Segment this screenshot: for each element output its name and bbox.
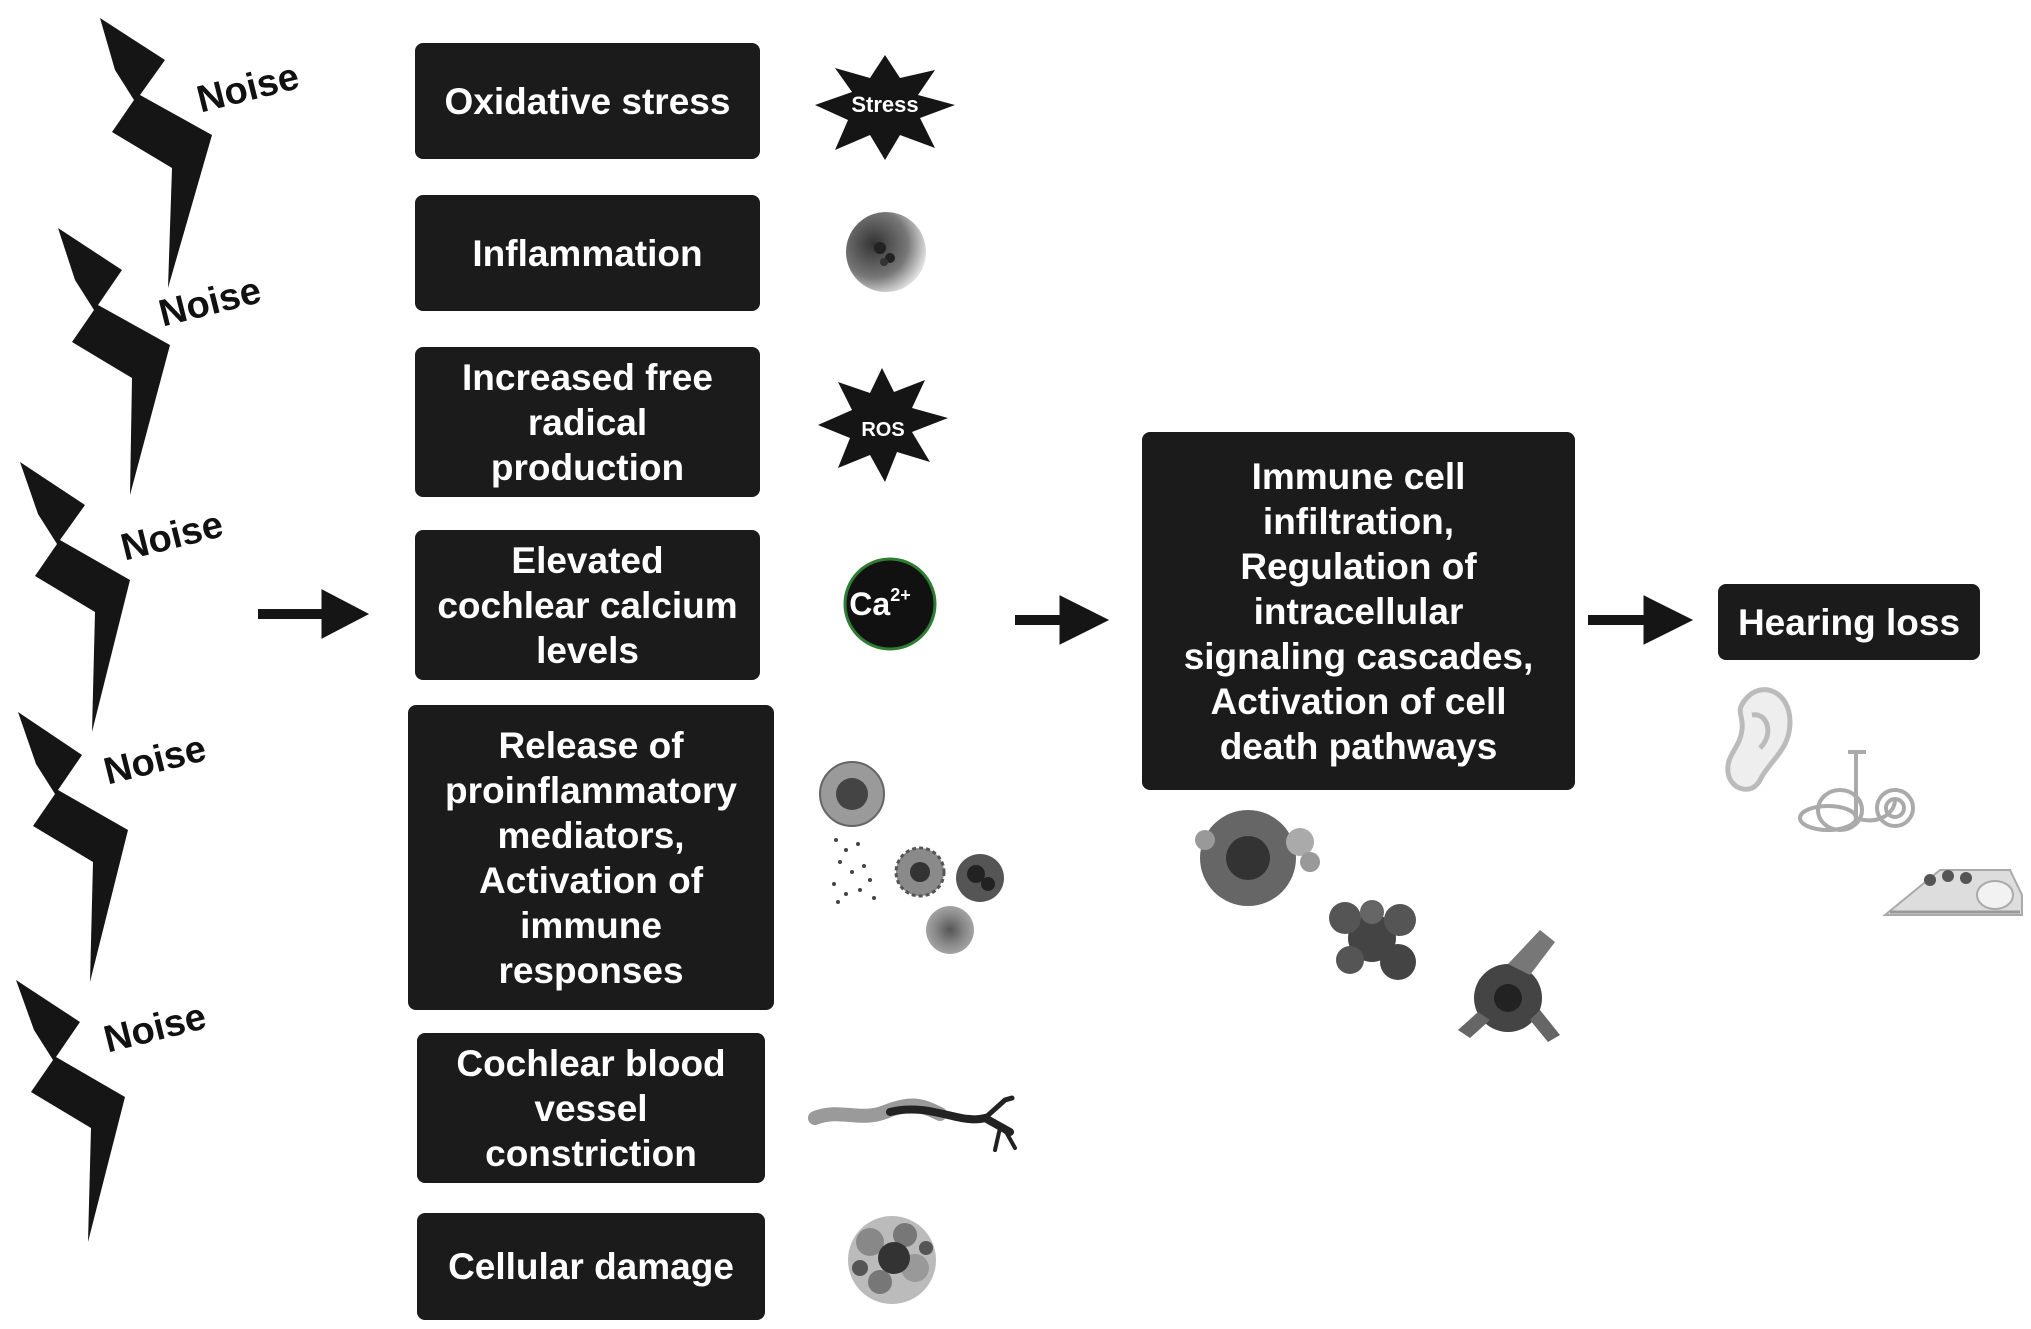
ear-icon [1725, 687, 1793, 792]
lightning-bolt-icon [18, 712, 128, 982]
lightning-bolt-icon [58, 228, 170, 495]
mechanism-box-inflammation: Inflammation [415, 195, 760, 311]
infiltrating-immune-cells-icon [1195, 810, 1560, 1042]
cochlea-icon [1798, 750, 1915, 832]
ros-burst-icon: ROS [818, 368, 948, 482]
result-label: Hearing loss [1737, 601, 1961, 643]
immune-cells-icon [819, 761, 1004, 954]
lightning-bolt-icon [16, 980, 125, 1242]
mechanism-label: Inflammation [472, 232, 703, 274]
mechanism-box-oxidative-stress: Oxidative stress [415, 43, 760, 159]
inflammation-cell-icon [846, 212, 926, 292]
mechanism-box-calcium: Elevated cochlear calcium levels [415, 530, 760, 680]
mechanism-box-blood-vessel: Cochlear blood vessel constriction [417, 1033, 765, 1183]
organ-of-corti-icon [1882, 869, 2023, 916]
mechanism-label: Release of proinflammatory mediators, Ac… [445, 724, 737, 991]
ros-label: ROS [861, 419, 904, 441]
blood-vessel-icon [808, 1095, 1017, 1152]
calcium-ion-icon: Ca2+ [843, 557, 937, 651]
calcium-label: Ca [849, 586, 890, 622]
cellular-damage-icon [848, 1216, 936, 1304]
lightning-bolt-icon [100, 18, 212, 288]
mechanism-label: Cellular damage [448, 1246, 734, 1287]
stress-label: Stress [851, 92, 918, 117]
lightning-bolt-icon [20, 462, 130, 732]
mechanism-box-free-radicals: Increased free radical production [415, 347, 760, 497]
svg-text:Ca2+: Ca2+ [849, 585, 910, 622]
mechanism-box-cellular-damage: Cellular damage [417, 1213, 765, 1320]
result-box: Hearing loss [1718, 584, 1980, 660]
outcome-label: Immune cell infiltration, Regulation of … [1183, 455, 1534, 767]
mechanism-box-proinflammatory: Release of proinflammatory mediators, Ac… [408, 705, 774, 1010]
arrow-icon [1059, 595, 1110, 645]
mechanism-label: Cochlear blood vessel constriction [456, 1042, 726, 1174]
arrow-icon [321, 589, 370, 639]
outcome-box: Immune cell infiltration, Regulation of … [1142, 432, 1575, 790]
calcium-charge: 2+ [890, 585, 911, 605]
mechanism-label: Oxidative stress [444, 80, 731, 122]
mechanism-label: Elevated cochlear calcium levels [437, 539, 738, 671]
stress-burst-icon: Stress [815, 55, 955, 160]
mechanism-label: Increased free radical production [462, 356, 713, 488]
arrow-icon [1643, 595, 1694, 645]
